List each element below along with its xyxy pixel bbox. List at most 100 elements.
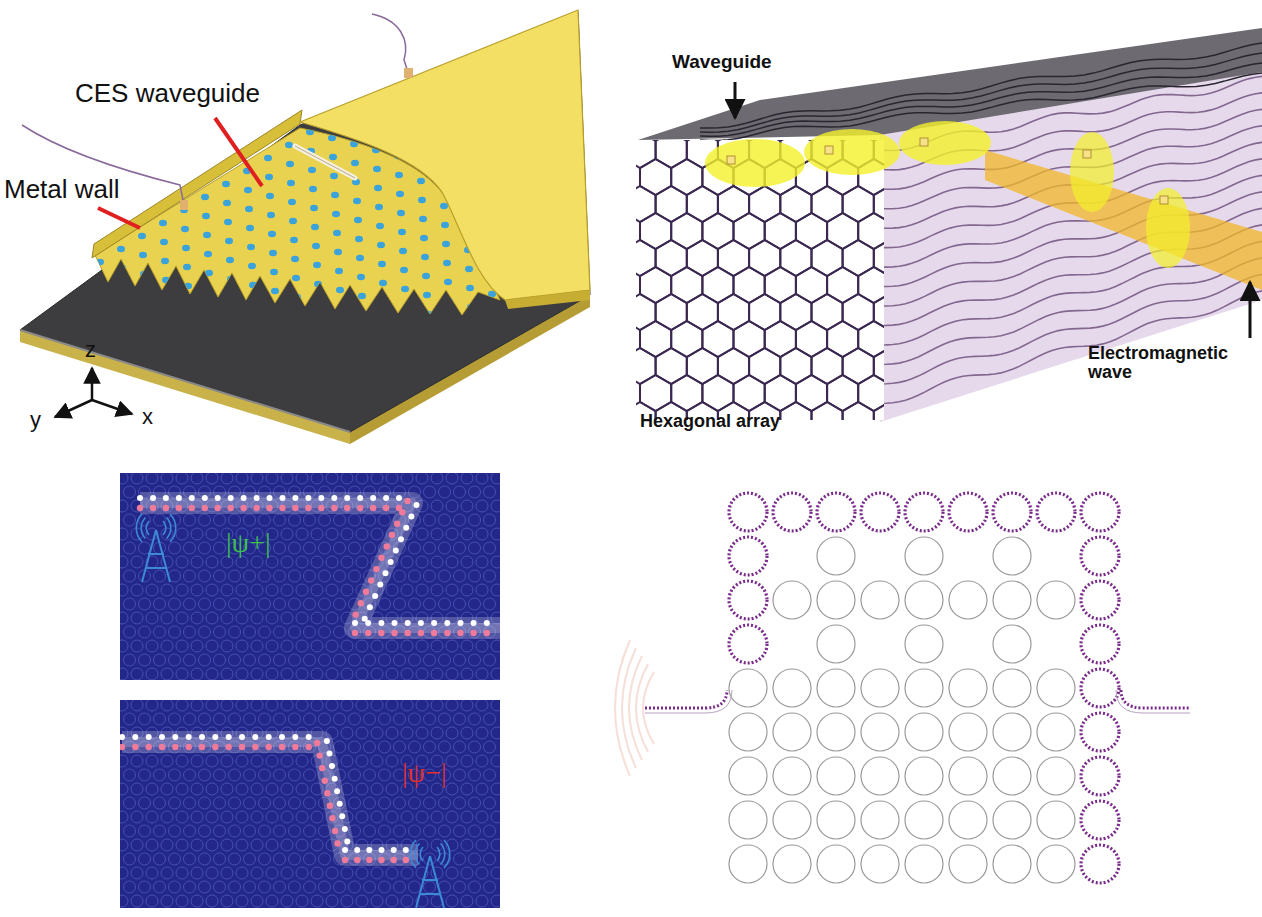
- hex-cell: [858, 375, 884, 411]
- pillar: [185, 302, 193, 308]
- ring-resonator-active: [1081, 757, 1119, 795]
- ring-resonator: [993, 625, 1031, 663]
- lattice-cell: [206, 783, 218, 795]
- lattice-cell: [191, 556, 203, 568]
- lattice-cell: [251, 612, 263, 624]
- field-dot: [391, 857, 397, 863]
- lattice-cell: [161, 700, 173, 711]
- antenna-wave: [136, 514, 142, 542]
- lattice-cell: [341, 668, 353, 680]
- field-dot: [408, 513, 414, 519]
- axis-label: x: [142, 405, 153, 428]
- lattice-cell: [244, 853, 256, 865]
- lattice-cell: [469, 825, 481, 837]
- lattice-cell: [424, 654, 436, 666]
- lattice-cell: [356, 668, 368, 680]
- lattice-cell: [146, 867, 158, 879]
- field-dot: [365, 630, 371, 636]
- lattice-cell: [311, 668, 323, 680]
- lattice-cell: [214, 853, 226, 865]
- lattice-cell: [446, 811, 458, 823]
- lattice-cell: [289, 713, 301, 725]
- pillar: [466, 285, 474, 291]
- field-dot: [418, 620, 424, 626]
- lattice-cell: [206, 668, 218, 680]
- ring-resonator: [949, 757, 987, 795]
- field-dot: [383, 505, 389, 511]
- lattice-cell: [131, 556, 143, 568]
- pillar: [178, 169, 186, 175]
- lattice-cell: [274, 797, 286, 809]
- pillar: [336, 287, 344, 293]
- field-dot: [342, 826, 348, 832]
- ring-resonator: [817, 669, 855, 707]
- lattice-cell: [251, 700, 263, 711]
- lattice-cell: [161, 473, 173, 484]
- lattice-cell: [199, 654, 211, 666]
- lattice-cell: [484, 881, 496, 893]
- ring-resonator: [905, 713, 943, 751]
- field-dot: [344, 505, 350, 511]
- ring-resonator-active: [729, 581, 767, 619]
- pillar: [315, 300, 323, 306]
- lattice-cell: [401, 473, 413, 484]
- pillar: [225, 238, 233, 244]
- lattice-cell: [454, 797, 466, 809]
- ring-resonator-active: [1081, 669, 1119, 707]
- lattice-cell: [401, 867, 413, 879]
- pillar: [399, 248, 407, 254]
- lattice-cell: [244, 626, 256, 638]
- lattice-cell: [274, 598, 286, 610]
- lattice-cell: [184, 881, 196, 893]
- pillar: [287, 180, 295, 186]
- lattice-cell: [401, 811, 413, 823]
- lattice-cell: [461, 473, 473, 484]
- lattice-cell: [281, 867, 293, 879]
- lattice-cell: [161, 895, 173, 907]
- hex-cell: [858, 267, 884, 303]
- lattice-cell: [120, 473, 128, 484]
- lattice-cell: [169, 881, 181, 893]
- field-dot: [266, 744, 272, 750]
- lattice-cell: [251, 473, 263, 484]
- field-ripple: [622, 648, 636, 768]
- lattice-cell: [214, 570, 226, 582]
- lattice-cell: [304, 853, 316, 865]
- field-dot: [215, 495, 221, 501]
- field-dot: [120, 734, 125, 740]
- lattice-cell: [289, 598, 301, 610]
- lattice-cell: [120, 612, 128, 624]
- pillar: [467, 304, 475, 310]
- antenna-wave: [170, 514, 176, 542]
- lattice-cell: [446, 500, 458, 512]
- pillar: [120, 303, 128, 309]
- lattice-cell: [334, 542, 346, 554]
- lattice-cell: [236, 839, 248, 851]
- lattice-cell: [386, 867, 398, 879]
- ring-resonator: [729, 669, 767, 707]
- lattice-cell: [199, 542, 211, 554]
- field-dot: [334, 840, 340, 846]
- lattice-cell: [364, 825, 376, 837]
- lattice-cell: [446, 755, 458, 767]
- pillar: [229, 314, 237, 320]
- lattice-cell: [259, 853, 271, 865]
- lattice-cell: [461, 700, 473, 711]
- ring-resonator: [817, 713, 855, 751]
- lattice-cell: [139, 542, 151, 554]
- field-dot: [186, 734, 192, 740]
- lattice-cell: [274, 626, 286, 638]
- field-dot: [383, 495, 389, 501]
- field-dot: [228, 505, 234, 511]
- ring-resonator: [817, 537, 855, 575]
- lattice-cell: [199, 825, 211, 837]
- ring-array: [729, 493, 1119, 883]
- pillar: [140, 271, 148, 277]
- ring-resonator: [773, 757, 811, 795]
- lattice-cell: [259, 825, 271, 837]
- lattice-cell: [461, 556, 473, 568]
- lattice-cell: [334, 514, 346, 526]
- field-dot: [352, 620, 358, 626]
- lattice-cell: [139, 825, 151, 837]
